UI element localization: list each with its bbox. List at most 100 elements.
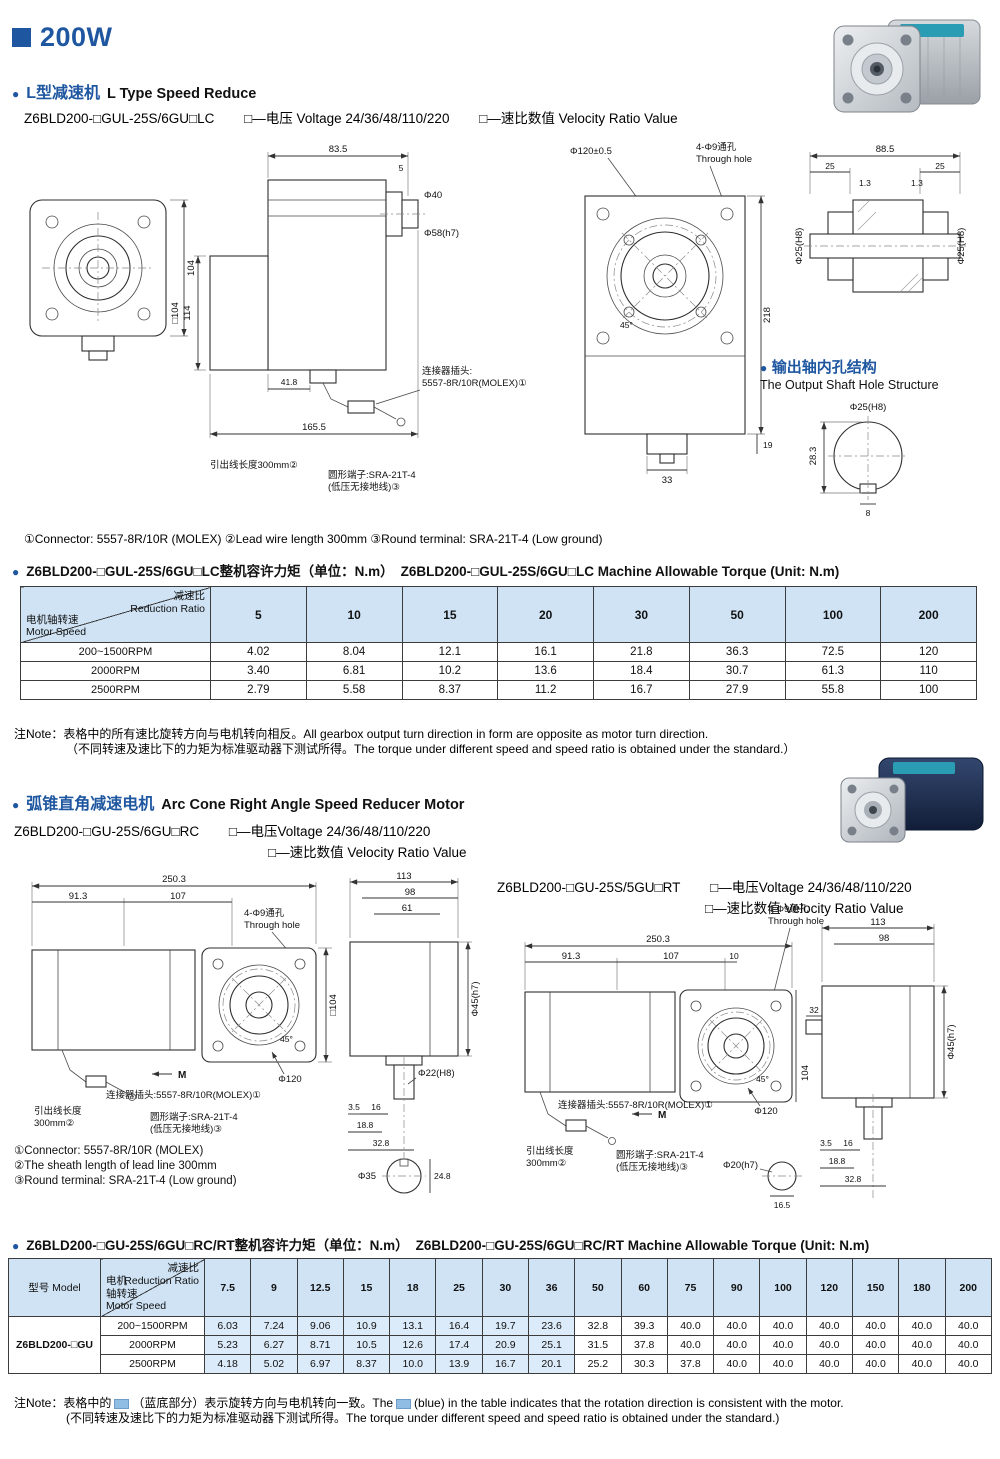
blue-swatch-icon xyxy=(396,1398,412,1409)
dim-label-phi40: Φ40 xyxy=(424,190,442,201)
ratio-header: 90 xyxy=(713,1258,761,1317)
torque-table-arc-cone: 型号 Model 减速比 Reduction Ratio 电机 轴转速 Moto… xyxy=(8,1258,992,1374)
torque-cell: 17.4 xyxy=(435,1335,483,1355)
section-bullet-icon xyxy=(760,359,767,376)
table2-note-p2: （蓝底部分）表示旋转方向与电机转向一致。The xyxy=(132,1396,394,1410)
ratio-header: 180 xyxy=(898,1258,946,1317)
dim-label-5: 5 xyxy=(399,163,404,173)
section-bullet-icon xyxy=(12,564,19,579)
dim-label-45deg: 45° xyxy=(280,1034,293,1044)
through-hole-label-en: Through hole xyxy=(768,916,824,927)
speed-label: 200~1500RPM xyxy=(100,1316,205,1336)
lead-wire-label-2: 300mm② xyxy=(34,1118,74,1129)
torque-cell: 16.7 xyxy=(593,680,690,700)
ratio-header: 200 xyxy=(880,586,977,643)
table-row: 2000RPM 5.23 6.27 8.71 10.5 12.6 17.4 20… xyxy=(9,1335,992,1355)
torque-cell: 40.0 xyxy=(898,1316,946,1336)
drawing-output-shaft-section: 88.5 25 25 1.3 1.3 Φ25(H8) Φ25(H8) xyxy=(794,144,967,293)
lead-wire-label-1: 引出线长度 xyxy=(34,1105,82,1117)
torque-cell: 40.0 xyxy=(759,1316,807,1336)
ratio-header: 120 xyxy=(805,1258,853,1317)
torque-cell: 6.81 xyxy=(305,661,403,681)
section-bullet-icon xyxy=(12,1238,19,1253)
torque-cell: 9.06 xyxy=(296,1316,344,1336)
torque-cell: 4.18 xyxy=(203,1354,252,1374)
ratio-note-rc: □—速比数值 Velocity Ratio Value xyxy=(268,845,467,860)
torque-cell: 2.79 xyxy=(210,680,307,700)
torque-cell: 21.8 xyxy=(593,642,690,662)
table1-title-en: Z6BLD200-□GUL-25S/6GU□LC Machine Allowab… xyxy=(400,564,840,579)
page-title: 200W xyxy=(40,22,113,52)
speed-label: 200~1500RPM xyxy=(20,642,211,662)
drawing-front-view: 104 xyxy=(29,199,197,361)
dim-label-phi35: Φ35 xyxy=(358,1171,376,1182)
torque-cell: 20.9 xyxy=(481,1335,529,1355)
torque-cell: 30.3 xyxy=(620,1354,668,1374)
ratio-header: 30 xyxy=(593,586,690,643)
torque-cell: 61.3 xyxy=(784,661,882,681)
connector-plug-label: 连接器插头:5557-8R/10R(MOLEX)① xyxy=(106,1089,261,1101)
torque-cell: 37.8 xyxy=(620,1335,668,1355)
model-line-rc: Z6BLD200-□GU-25S/6GU□RC □—电压Voltage 24/3… xyxy=(14,820,456,840)
dim-label-83-5: 83.5 xyxy=(329,144,348,155)
round-terminal-label2: (低压无接地线)③ xyxy=(616,1161,688,1173)
dim-label-28-3: 28.3 xyxy=(808,447,819,466)
connector-plug-label-cn: 连接器插头: xyxy=(422,365,472,377)
torque-cell: 11.2 xyxy=(497,680,594,700)
torque-cell: 12.1 xyxy=(401,642,499,662)
torque-cell: 40.0 xyxy=(851,1316,900,1336)
torque-cell: 120 xyxy=(880,642,977,662)
torque-cell: 13.1 xyxy=(389,1316,437,1336)
torque-cell: 16.7 xyxy=(481,1354,529,1374)
dim-label-218: 218 xyxy=(762,307,773,323)
corner-speed-en: Motor Speed xyxy=(106,1300,167,1313)
torque-cell: 19.7 xyxy=(481,1316,529,1336)
torque-cell: 40.0 xyxy=(666,1335,715,1355)
ratio-header: 50 xyxy=(688,586,786,643)
torque-cell: 40.0 xyxy=(944,1335,992,1355)
drawing-rc: 250.3 91.3 107 113 98 61 4-Φ9通孔 Through … xyxy=(31,871,481,1194)
drawing-face-view: Φ120±0.5 4-Φ9通孔 Through hole 45° 218 xyxy=(570,142,773,486)
dim-label-45deg: 45° xyxy=(620,320,633,330)
corner-speed-cn2: 轴转速 xyxy=(106,1287,138,1300)
table2-title-en: Z6BLD200-□GU-25S/6GU□RC/RT Machine Allow… xyxy=(415,1238,870,1253)
torque-cell: 13.9 xyxy=(435,1354,483,1374)
dim-label-18-8: 18.8 xyxy=(357,1120,374,1130)
table2-title-cn: Z6BLD200-□GU-25S/6GU□RC/RT整机容许力矩（单位：N.m） xyxy=(26,1238,409,1253)
dim-label-104: 104 xyxy=(800,1065,811,1081)
section-l-heading-cn: L型减速机 xyxy=(26,85,101,102)
dim-label-3-5: 3.5 xyxy=(348,1102,360,1112)
dim-label-phi58: Φ58(h7) xyxy=(424,228,459,239)
ratio-header: 10 xyxy=(305,586,403,643)
footnote-sheath: ②The sheath length of lead line 300mm xyxy=(14,1160,217,1172)
table-row: 型号 Model 减速比 Reduction Ratio 电机 轴转速 Moto… xyxy=(8,1258,992,1317)
voltage-note-rc: □—电压Voltage 24/36/48/110/220 xyxy=(228,824,431,839)
title-square-icon xyxy=(12,28,31,47)
ratio-header: 18 xyxy=(389,1258,437,1317)
section-bullet-icon xyxy=(12,796,19,814)
l-type-dimension-drawings: 104 83.5 5 Φ40 Φ58(h7) 114 □104 xyxy=(29,142,967,518)
torque-cell: 5.02 xyxy=(250,1354,298,1374)
speed-label: 2000RPM xyxy=(20,661,211,681)
ratio-note-rt: □—速比数值 Velocity Ratio Value xyxy=(705,901,904,916)
torque-cell: 40.0 xyxy=(805,1354,853,1374)
dim-label-61: 61 xyxy=(402,903,413,914)
through-hole-label-cn: 4-Φ9通孔 xyxy=(696,142,737,153)
torque-cell: 40.0 xyxy=(713,1335,761,1355)
section-l-type-heading: L型减速机 L Type Speed Reduce xyxy=(12,79,256,103)
corner-speed-cn: 电机轴转速 xyxy=(26,613,79,626)
torque-cell: 40.0 xyxy=(805,1316,853,1336)
torque-cell: 25.1 xyxy=(527,1335,576,1355)
dim-label-45deg: 45° xyxy=(756,1074,769,1084)
ratio-header: 36 xyxy=(527,1258,576,1317)
torque-cell: 8.37 xyxy=(401,680,499,700)
section-arc-heading-en: Arc Cone Right Angle Speed Reducer Motor xyxy=(161,797,465,813)
torque-cell: 8.71 xyxy=(296,1335,344,1355)
model-code: Z6BLD200-□GUL-25S/6GU□LC xyxy=(24,111,215,126)
dim-label-phi25-left: Φ25(H8) xyxy=(794,228,805,265)
footnote-terminal: ③Round terminal: SRA-21T-4 (Low ground) xyxy=(14,1175,237,1187)
ratio-line-rt: □—速比数值 Velocity Ratio Value xyxy=(705,897,929,917)
dim-label-13a: 1.3 xyxy=(859,178,871,188)
ratio-header: 100 xyxy=(759,1258,807,1317)
